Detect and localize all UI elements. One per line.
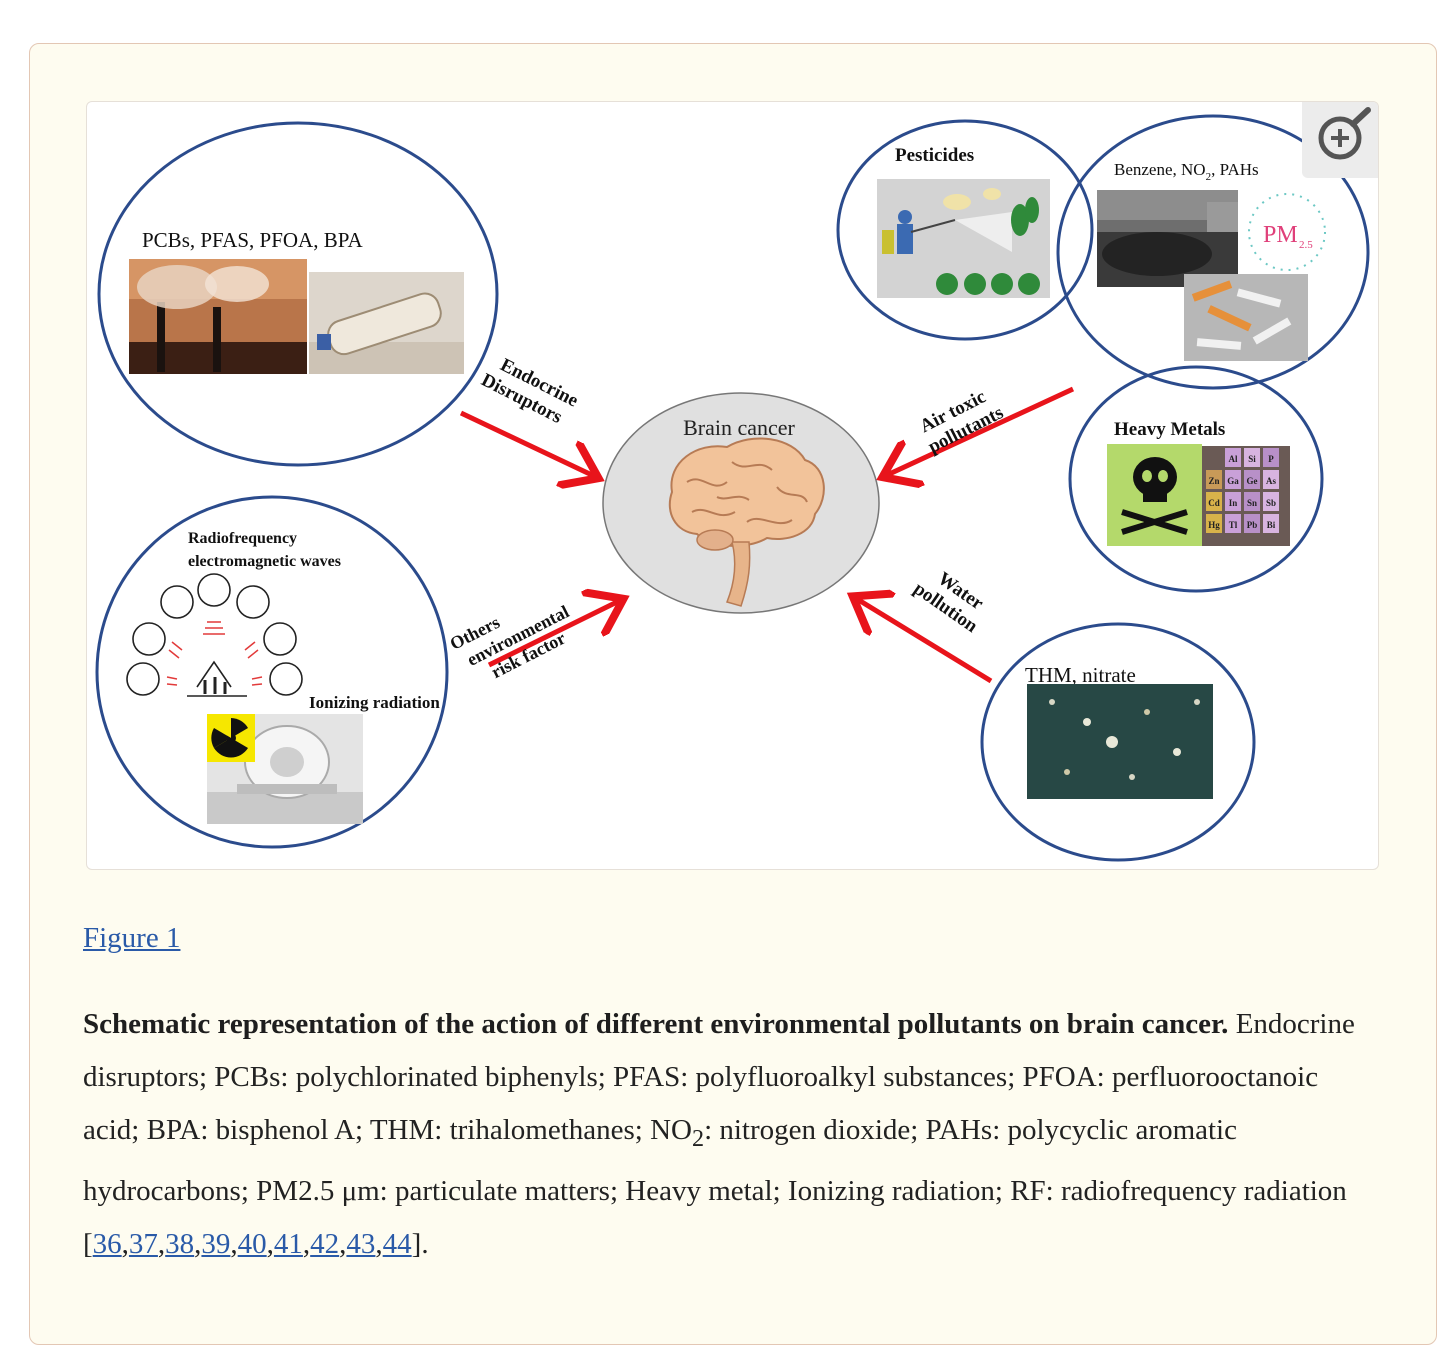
element-symbol: P — [1268, 454, 1274, 464]
pcbs-label: PCBs, PFAS, PFOA, BPA — [142, 228, 363, 252]
brain-cancer-label: Brain cancer — [683, 415, 795, 440]
element-symbol: As — [1266, 476, 1276, 486]
element-symbol: Al — [1229, 454, 1238, 464]
ionizing-radiation-label: Ionizing radiation — [309, 693, 440, 712]
pesticides-label: Pesticides — [895, 145, 974, 166]
others-arrow — [487, 601, 619, 668]
radiofrequency-label: Radiofrequency electromagnetic waves — [188, 530, 341, 570]
bottle-photo — [309, 272, 464, 374]
svg-text:PM: PM — [1263, 222, 1298, 248]
element-cell — [1206, 514, 1222, 533]
reference-link[interactable]: 38 — [165, 1227, 195, 1260]
figure-link[interactable]: Figure 1 — [83, 922, 181, 954]
pesticides-illustration — [877, 179, 1050, 298]
element-symbol: Tl — [1229, 520, 1238, 530]
exhaust-photo — [1097, 190, 1238, 287]
endocrine-circle — [97, 121, 499, 467]
figure-image[interactable]: PCBs, PFAS, PFOA, BPA Pesticides Benzen — [86, 101, 1379, 870]
element-cell — [1225, 492, 1241, 511]
reference-link[interactable]: 44 — [382, 1227, 412, 1260]
element-cell — [1263, 492, 1279, 511]
air-toxic-arrow — [887, 386, 1075, 475]
zoom-button[interactable] — [1302, 102, 1378, 178]
pm25-graphic: PM 2.5 — [1248, 193, 1326, 271]
caption-text-1: Endocrine disruptors; PCBs: polychlorina… — [83, 1008, 1355, 1146]
schematic-diagram: PCBs, PFAS, PFOA, BPA Pesticides Benzen — [95, 114, 1370, 862]
reference-link[interactable]: 41 — [273, 1227, 303, 1260]
brain-icon — [668, 437, 825, 607]
polluted-water-photo — [1027, 684, 1213, 799]
thm-nitrate-label: THM, nitrate — [1025, 663, 1136, 687]
heavy-metals-circle — [1068, 365, 1324, 593]
water-pollution-label: Water pollution — [910, 568, 988, 637]
element-cell — [1206, 470, 1222, 489]
benzene-label: Benzene, NO2, PAHs — [1114, 160, 1259, 183]
cigarette-photo — [1184, 274, 1308, 361]
reference-link[interactable]: 40 — [237, 1227, 267, 1260]
rf-devices-graphic — [126, 573, 303, 697]
radiation-hazard-icon — [207, 714, 255, 762]
heavy-metals-label: Heavy Metals — [1114, 419, 1225, 440]
element-symbol: Pb — [1247, 520, 1258, 530]
reference-link[interactable]: 39 — [201, 1227, 231, 1260]
endocrine-arrow — [459, 410, 594, 476]
element-symbol: Bi — [1267, 520, 1276, 530]
air-toxic-pollutants-label: Air toxic pollutants — [917, 386, 1007, 457]
element-cell — [1263, 448, 1279, 467]
caption-title: Schematic representation of the action o… — [83, 1008, 1229, 1040]
svg-text:2.5: 2.5 — [1299, 239, 1313, 251]
element-symbol: Sn — [1247, 498, 1257, 508]
element-symbol: Ga — [1227, 476, 1239, 486]
skull-graphic — [1107, 444, 1202, 546]
pesticides-circle — [836, 119, 1094, 341]
caption-text-2: : nitrogen dioxide; PAHs: polycyclic aro… — [83, 1114, 1347, 1260]
reference-link[interactable]: 42 — [310, 1227, 340, 1260]
element-symbol: In — [1229, 498, 1238, 508]
element-cell — [1225, 470, 1241, 489]
element-cell — [1263, 514, 1279, 533]
element-cell — [1225, 448, 1241, 467]
reference-link[interactable]: 36 — [92, 1227, 122, 1260]
element-symbol: Zn — [1208, 476, 1219, 486]
reference-link[interactable]: 37 — [128, 1227, 158, 1260]
element-cell — [1225, 514, 1241, 533]
figure-caption: Schematic representation of the action o… — [83, 1008, 1355, 1260]
endocrine-disruptors-label: Endocrine Disruptors — [478, 354, 582, 428]
element-cell — [1244, 470, 1260, 489]
element-cell — [1244, 448, 1260, 467]
water-arrow — [857, 599, 993, 684]
element-symbol: Cd — [1208, 498, 1220, 508]
radiation-circle — [95, 495, 449, 849]
rf-waves-graphic — [166, 621, 263, 686]
element-symbol: Hg — [1208, 520, 1220, 530]
element-symbol: Sb — [1266, 498, 1276, 508]
others-risk-factor-label: Others environmental risk factor — [447, 601, 573, 682]
zoom-in-icon — [1318, 107, 1371, 160]
water-circle — [980, 622, 1256, 862]
element-symbol: Ge — [1247, 476, 1258, 486]
element-cell — [1244, 492, 1260, 511]
element-cell — [1244, 514, 1260, 533]
element-symbol: Si — [1248, 454, 1256, 464]
reference-link[interactable]: 43 — [346, 1227, 376, 1260]
factory-photo — [129, 259, 307, 374]
element-cell — [1206, 492, 1222, 511]
caption-end: ]. — [411, 1227, 429, 1260]
element-cell — [1263, 470, 1279, 489]
air-toxics-circle — [1056, 114, 1370, 390]
caption-subscript: 2 — [691, 1124, 705, 1152]
